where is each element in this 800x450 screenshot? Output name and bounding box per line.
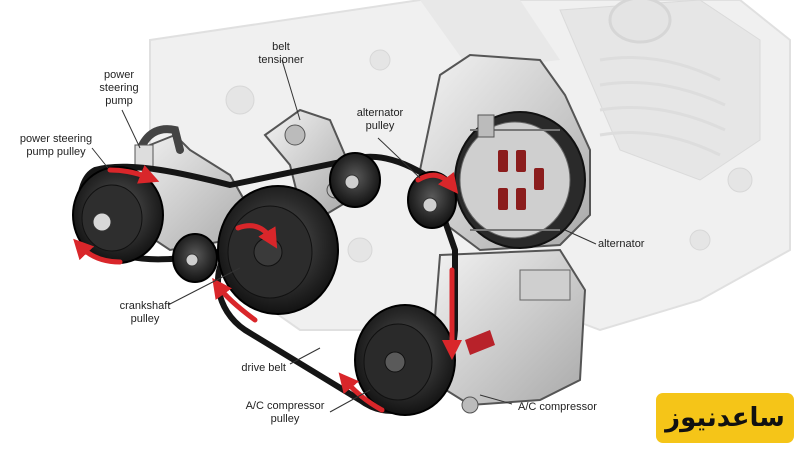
label-alternator-pulley: alternator pulley <box>356 107 404 132</box>
label-power-steering-pump-pulley: power steering pump pulley <box>19 133 93 158</box>
idler-pulley <box>172 233 218 283</box>
tensioner-pulley <box>329 152 381 208</box>
arrow-ac <box>338 372 385 413</box>
arrow-ps-top <box>107 165 160 184</box>
ac-compressor-body <box>428 248 587 414</box>
alternator-body <box>418 53 591 252</box>
label-ac-compressor: A/C compressor <box>518 401 597 413</box>
watermark-logo: ساعدنیوز <box>656 393 794 443</box>
arrow-ps-left <box>73 238 123 265</box>
rotation-arrows <box>73 165 462 413</box>
label-ac-compressor-pulley: A/C compressor pulley <box>245 400 325 425</box>
crankshaft-pulley-shape <box>217 185 339 315</box>
label-alternator: alternator <box>598 238 645 250</box>
label-belt-tensioner: belt tensioner <box>258 41 304 66</box>
label-crankshaft-pulley: crankshaft pulley <box>119 300 171 325</box>
label-power-steering-pump: power steering pump <box>99 69 139 107</box>
ac-compressor-pulley-shape <box>354 304 456 416</box>
arrow-crank-low <box>212 277 258 323</box>
power-steering-pulley <box>72 166 164 264</box>
leader-lines <box>91 59 597 413</box>
label-drive-belt: drive belt <box>241 362 286 374</box>
arrow-crank-mid <box>235 223 278 249</box>
arrow-alt <box>415 171 459 194</box>
